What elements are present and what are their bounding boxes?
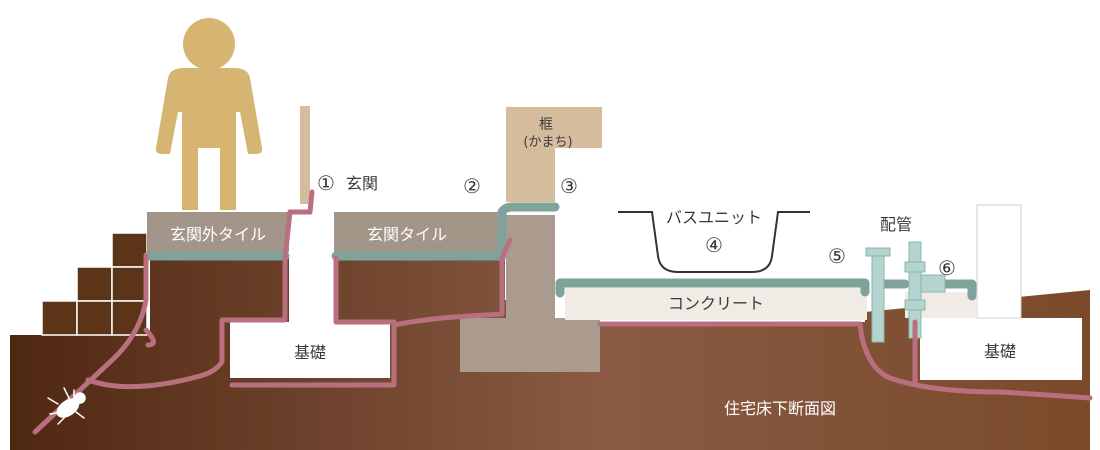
kamachi-frame [506, 107, 602, 202]
outer-tile-label: 玄関外タイル [170, 225, 266, 244]
kamachi-label: 框 [539, 117, 553, 133]
concrete-slab [565, 288, 867, 320]
left-foundation [230, 215, 390, 378]
door-post [300, 106, 310, 204]
pipes [865, 241, 946, 343]
foundation-left-label: 基礎 [294, 343, 326, 362]
genkan-label: 玄関 [346, 174, 378, 193]
pillar-footing [460, 318, 600, 372]
marker-4: ④ [705, 233, 723, 257]
bath-unit-shape [618, 211, 810, 273]
bath-unit-label: バスユニット [666, 208, 762, 227]
right-wall [976, 204, 1022, 319]
kamachi-reading-label: (かまち) [523, 135, 572, 150]
stone-steps [41, 232, 148, 336]
inner-tile-label: 玄関タイル [367, 225, 447, 244]
kamachi-pillar [506, 215, 555, 325]
piping-label: 配管 [880, 215, 912, 234]
marker-3: ③ [560, 174, 578, 198]
marker-1: ① [317, 171, 335, 195]
marker-5: ⑤ [828, 244, 846, 268]
marker-2: ② [463, 174, 481, 198]
inner-tile-slab [334, 212, 502, 252]
concrete-label: コンクリート [668, 294, 764, 313]
foundation-right-label: 基礎 [984, 342, 1016, 361]
marker-6: ⑥ [938, 256, 956, 280]
termite-icon [47, 387, 86, 425]
diagram-caption: 住宅床下断面図 [724, 399, 836, 418]
person-icon [155, 18, 263, 210]
right-foundation [920, 318, 1082, 380]
moisture-barrier [143, 202, 977, 301]
outer-tile-slab [147, 212, 289, 252]
